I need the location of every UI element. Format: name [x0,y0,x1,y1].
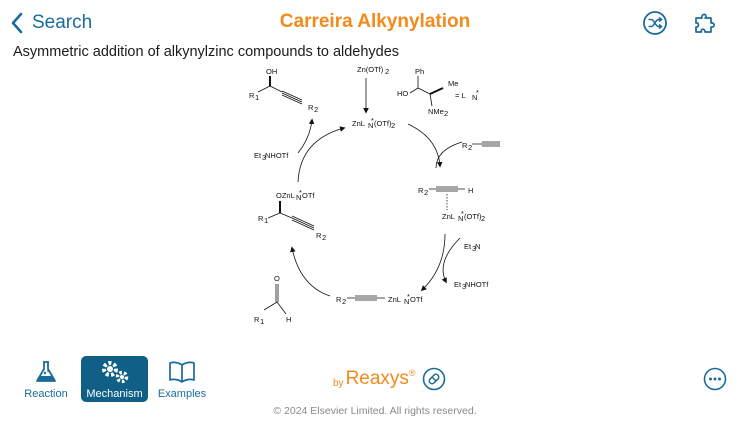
product-r2-label: R [308,103,314,112]
svg-text:1: 1 [255,93,259,102]
copyright-footer: © 2024 Elsevier Limited. All rights rese… [273,405,477,417]
ligand-ho-label: HO [397,89,408,98]
alkoxide-tail: OTf [302,191,315,200]
alkyne-complex-zn: ZnL [442,212,455,221]
svg-text:N: N [458,214,463,223]
back-button[interactable]: Search [10,8,92,38]
mechanism-diagram: OH R 1 R 2 Zn(OTf) 2 Ph HO Me NMe 2 = L … [249,65,500,326]
flask-icon [36,361,56,382]
svg-text:*: * [476,88,479,97]
reaction-subtitle: Asymmetric addition of alkynylzinc compo… [13,44,400,60]
zn-otf-label: Zn(OTf) [357,65,384,74]
brand-reg: ® [408,368,416,378]
svg-text:*: * [299,188,302,197]
svg-text:3: 3 [472,244,476,253]
more-icon [703,367,727,391]
svg-text:N: N [404,297,409,306]
svg-text:*: * [407,292,410,301]
zinc-acetylide-tail: OTf [410,295,423,304]
svg-text:N: N [296,193,301,202]
et3n-label: N [475,242,480,251]
tab-mechanism-label: Mechanism [86,388,143,400]
alkoxide-r1: R [258,214,264,223]
brand-name: Reaxys [345,368,409,389]
svg-text:1: 1 [260,317,264,326]
tab-examples-label: Examples [157,388,207,400]
gears-icon [102,361,129,384]
svg-text:2: 2 [314,105,318,114]
svg-text:2: 2 [391,121,395,130]
product-propargyl-alcohol: OH R 1 R 2 [249,67,318,114]
center-complex-tail: (OTf) [374,119,392,128]
alkyne-complex-r2: R [418,186,424,195]
shuffle-icon [643,11,667,35]
et3nhotf-right-label: NHOTf [465,280,489,289]
svg-text:2: 2 [444,109,448,118]
product-r1-label: R [249,91,255,100]
svg-text:2: 2 [481,214,485,223]
pill-icon[interactable] [422,367,446,391]
center-complex-label: ZnL [352,119,365,128]
product-oh-label: OH [266,67,277,76]
svg-text:3: 3 [462,282,466,291]
svg-text:N: N [472,93,477,102]
ligand-eq-label: = L [455,91,466,100]
aldehyde-h: H [286,315,291,324]
tab-examples[interactable]: Examples [152,356,212,402]
svg-text:*: * [371,116,374,125]
svg-text:1: 1 [264,216,268,225]
ligand-me-label: Me [448,79,458,88]
zinc-acetylide-r2: R [336,295,342,304]
svg-text:3: 3 [262,153,266,162]
svg-text:2: 2 [468,143,472,152]
back-label: Search [32,12,93,33]
svg-text:N: N [368,121,373,130]
aldehyde-o: O [274,274,280,283]
alkyne-r2-label: R [462,141,468,150]
alkoxide-r2: R [316,231,322,240]
svg-text:2: 2 [342,297,346,306]
alkyne-complex-h: H [468,186,473,195]
et3-right-label: Et [464,242,472,251]
shuffle-button[interactable] [640,8,670,38]
brand-by: by [333,377,344,389]
tab-reaction-label: Reaction [24,388,68,400]
puzzle-icon [695,13,715,33]
tab-mechanism[interactable]: Mechanism [81,356,148,402]
ligand-nme2-label: NMe [428,107,444,116]
more-button[interactable] [703,367,727,391]
svg-text:2: 2 [385,67,389,76]
svg-text:*: * [461,209,464,218]
tab-reaction[interactable]: Reaction [14,356,78,402]
nav-bar: Search Carreira Alkynylation [0,0,750,44]
page-title: Carreira Alkynylation [279,11,471,32]
puzzle-button[interactable] [691,8,721,38]
book-icon [169,361,195,383]
svg-text:2: 2 [424,188,428,197]
svg-text:2: 2 [322,233,326,242]
et3-right2-label: Et [454,280,462,289]
et3nhotf-left-label: NHOTf [265,151,289,160]
aldehyde-r1: R [254,315,260,324]
alkoxide-o-label: OZnL [276,191,295,200]
ligand-structure: Ph HO Me NMe 2 = L N * [397,67,479,118]
alkyne-complex-zn-tail: (OTf) [464,212,482,221]
reaxys-logo: by Reaxys ® [333,366,446,392]
chevron-left-icon [11,12,23,34]
zinc-acetylide-zn: ZnL [388,295,401,304]
ligand-ph-label: Ph [415,67,424,76]
et3-left-label: Et [254,151,262,160]
